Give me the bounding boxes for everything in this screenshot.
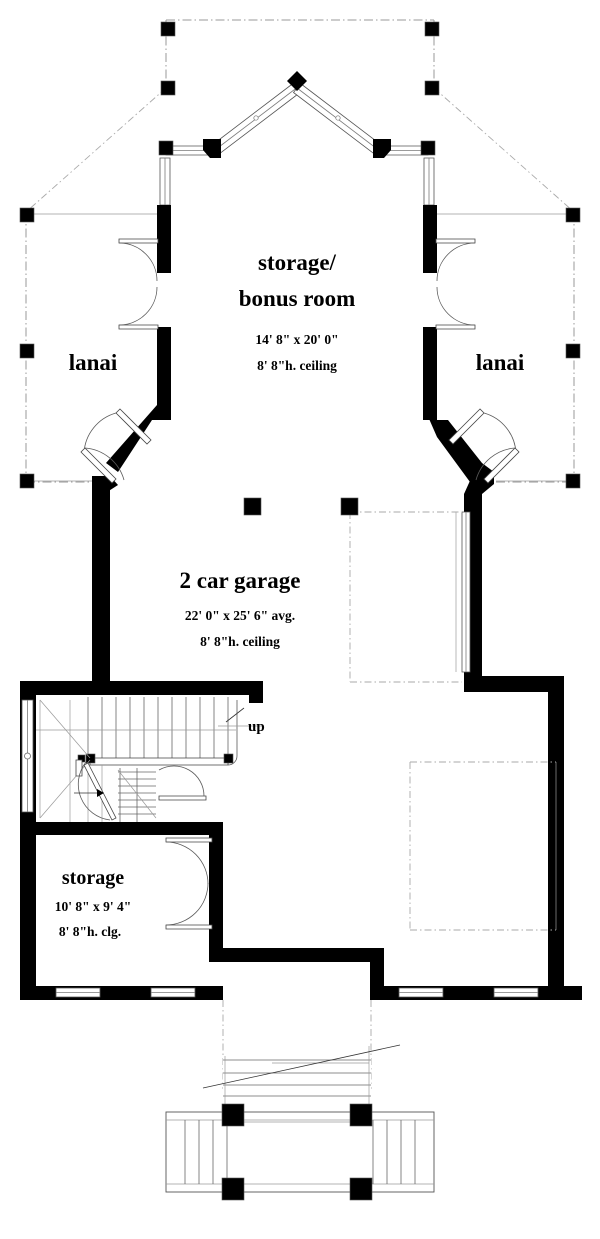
structural-posts-upper	[158, 21, 440, 158]
room-labels: storage/ bonus room 14' 8" x 20' 0" 8' 8…	[55, 250, 525, 939]
window-stair-left	[21, 699, 34, 813]
door-bonus-to-lanai-left	[118, 238, 159, 330]
door-garage-to-lanai-left	[80, 408, 152, 484]
label-storage: storage	[62, 867, 124, 889]
label-storage-bonus-line2: bonus room	[239, 286, 356, 311]
label-stair-up: up	[248, 719, 265, 735]
label-lanai-right: lanai	[476, 350, 525, 375]
lanai-posts	[19, 207, 581, 489]
garage-overhead-door	[455, 511, 471, 673]
label-garage: 2 car garage	[180, 568, 301, 593]
windows-storage-bottom	[55, 987, 196, 998]
label-storage-bonus-line1: storage/	[258, 250, 337, 275]
label-garage-ceiling: 8' 8"h. ceiling	[200, 634, 280, 649]
label-storage-ceiling: 8' 8"h. clg.	[59, 924, 121, 939]
label-storage-bonus-dimensions: 14' 8" x 20' 0"	[255, 332, 338, 347]
lanai-floor-outline	[30, 213, 570, 482]
vehicle-bay-outlines	[349, 511, 557, 931]
structural-posts-garage	[243, 497, 359, 516]
windows-right-bottom	[398, 987, 539, 998]
label-garage-dimensions: 22' 0" x 25' 6" avg.	[185, 608, 295, 623]
door-garage-to-lanai-right	[448, 408, 520, 484]
staircase	[36, 695, 262, 822]
label-storage-bonus-ceiling: 8' 8"h. ceiling	[257, 358, 337, 373]
label-lanai-left: lanai	[69, 350, 118, 375]
door-stair-landing	[158, 765, 207, 801]
door-storage	[165, 837, 213, 930]
door-bonus-to-lanai-right	[435, 238, 476, 330]
label-storage-dimensions: 10' 8" x 9' 4"	[55, 899, 132, 914]
front-entry-steps	[165, 1000, 435, 1201]
